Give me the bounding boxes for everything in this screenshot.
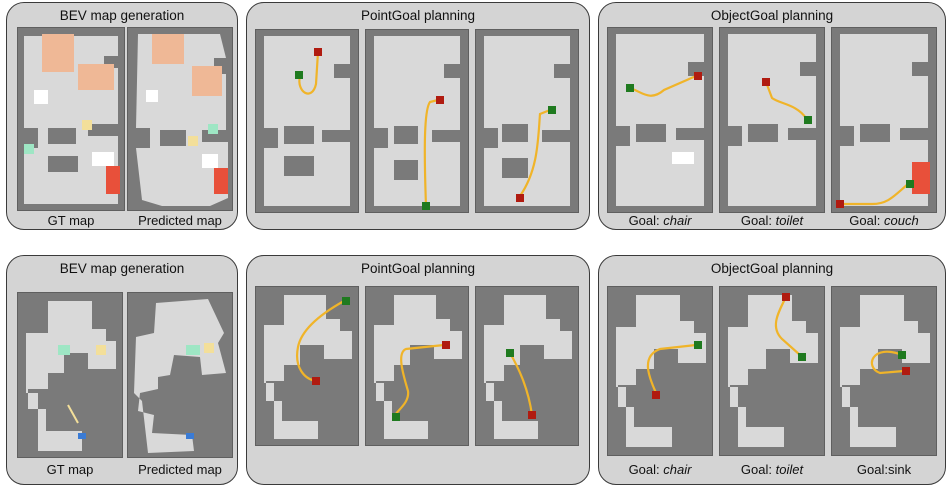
goal-marker (528, 411, 536, 419)
map-layout (616, 34, 704, 206)
goal-marker (314, 48, 322, 56)
caption-predicted-map: Predicted map (138, 462, 222, 477)
goal-caption-1: Goal: chair (628, 462, 692, 477)
start-marker (392, 413, 400, 421)
pointgoal-map-1a (255, 29, 359, 213)
objectgoal-map-1c (831, 27, 937, 213)
pointgoal-map-2a (255, 286, 359, 446)
goal-caption-1: Goal: chair (628, 213, 692, 228)
goal-caption-3: Goal: couch (849, 213, 919, 228)
start-marker (295, 71, 303, 79)
pointgoal-map-1b (365, 29, 469, 213)
map-layout (840, 295, 930, 447)
map-layout (24, 34, 120, 204)
gt-map-1 (17, 27, 125, 211)
start-marker (422, 202, 430, 210)
objectgoal-panel-2: ObjectGoal planning Goal: chair Goal: to… (598, 255, 946, 485)
goal-marker (694, 72, 702, 80)
goal-marker (442, 341, 450, 349)
goal-marker (312, 377, 320, 385)
goal-marker (782, 293, 790, 301)
start-marker (626, 84, 634, 92)
gt-map-2 (17, 292, 123, 458)
goal-marker (836, 200, 844, 208)
map-layout (484, 36, 570, 206)
goal-marker (652, 391, 660, 399)
pointgoal-map-2b (365, 286, 469, 446)
map-layout (264, 295, 352, 439)
start-marker (798, 353, 806, 361)
start-marker (548, 106, 556, 114)
panel-title: PointGoal planning (360, 261, 476, 276)
goal-marker (762, 78, 770, 86)
goal-caption-2: Goal: toilet (740, 213, 804, 228)
planned-path (870, 350, 905, 375)
planned-path (840, 183, 909, 206)
map-layout (728, 293, 818, 447)
panel-title: ObjectGoal planning (710, 261, 834, 276)
planned-path (296, 300, 345, 383)
start-marker (898, 351, 906, 359)
pointgoal-panel-2: PointGoal planning (246, 255, 590, 485)
caption-predicted-map: Predicted map (138, 213, 222, 228)
planned-path (423, 98, 439, 207)
caption-gt-map: GT map (46, 462, 94, 477)
map-layout (836, 34, 930, 208)
goal-marker (436, 96, 444, 104)
map-layout (136, 34, 228, 206)
predicted-map-1 (127, 27, 233, 211)
planned-path (764, 81, 807, 119)
objectgoal-map-1b (719, 27, 825, 213)
map-layout (374, 36, 460, 210)
panel-title: BEV map generation (59, 261, 185, 276)
panel-title: BEV map generation (59, 8, 185, 23)
map-layout (26, 301, 116, 451)
goal-marker (902, 367, 910, 375)
start-marker (506, 349, 514, 357)
goal-caption-3: Goal:sink (856, 462, 912, 477)
start-marker (804, 116, 812, 124)
bev-panel-1: BEV map generation GT map Predi (6, 2, 238, 230)
goal-marker (516, 194, 524, 202)
planned-path (509, 352, 534, 416)
objectgoal-panel-1: ObjectGoal planning Goal: chair (598, 2, 946, 230)
planned-path (646, 343, 697, 394)
map-layout (728, 34, 816, 206)
planned-path (298, 51, 320, 95)
objectgoal-map-2b (719, 286, 825, 456)
bev-panel-2: BEV map generation GT map Predicted map (6, 255, 238, 485)
planned-path (394, 343, 445, 418)
map-layout (134, 299, 226, 453)
start-marker (694, 341, 702, 349)
pointgoal-map-2c (475, 286, 579, 446)
map-layout (616, 295, 706, 447)
start-marker (906, 180, 914, 188)
planned-path (774, 296, 801, 356)
pointgoal-map-1c (475, 29, 579, 213)
planned-path (519, 108, 551, 197)
panel-title: PointGoal planning (360, 8, 476, 23)
objectgoal-map-2c (831, 286, 937, 456)
start-marker (342, 297, 350, 305)
caption-gt-map: GT map (47, 213, 95, 228)
map-layout (264, 36, 350, 206)
panel-title: ObjectGoal planning (710, 8, 834, 23)
predicted-map-2 (127, 292, 233, 458)
map-layout (374, 295, 462, 439)
goal-caption-2: Goal: toilet (740, 462, 804, 477)
objectgoal-map-2a (607, 286, 713, 456)
objectgoal-map-1a (607, 27, 713, 213)
pointgoal-panel-1: PointGoal planning (246, 2, 590, 230)
map-layout (484, 295, 572, 439)
